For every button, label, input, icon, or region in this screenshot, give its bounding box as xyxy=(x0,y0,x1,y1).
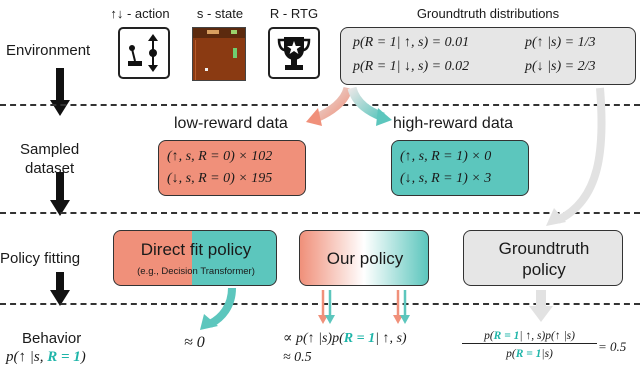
gt-r1-down: p(R = 1| ↓, s) = 0.02 xyxy=(353,59,470,74)
high-reward-box: (↑, s, R = 1) × 0 (↓, s, R = 1) × 3 xyxy=(391,140,529,196)
low-reward-box: (↑, s, R = 0) × 102 (↓, s, R = 0) × 195 xyxy=(158,140,306,196)
row-label-policy-fitting: Policy fitting xyxy=(0,250,81,267)
our-policy-box: Our policy xyxy=(299,230,429,286)
game-screen-icon xyxy=(192,27,246,81)
our-policy-title: Our policy xyxy=(326,249,404,268)
gt-num-post: | ↑, s)p(↑ |s) xyxy=(519,330,575,342)
gt-num-highlight: R = 1 xyxy=(493,330,520,342)
gt-p-up: p(↑ |s) = 1/3 xyxy=(525,35,596,50)
header-action: ↑↓ - action xyxy=(110,6,170,21)
low-reward-line1: (↑, s, R = 0) × 102 xyxy=(167,149,273,164)
direct-behavior-value: ≈ 0 xyxy=(184,334,205,351)
gt-behavior-denominator: p(R = 1|s) xyxy=(462,348,597,360)
groundtruth-policy-line1: Groundtruth xyxy=(498,239,590,258)
gt-den-post: |s) xyxy=(541,348,553,360)
header-state: s - state xyxy=(196,6,244,21)
groundtruth-distributions-title: Groundtruth distributions xyxy=(416,6,560,21)
our-behavior-pre: ∝ p(↑ |s)p( xyxy=(283,331,344,346)
low-reward-title: low-reward data xyxy=(174,115,288,132)
gt-den-highlight: R = 1 xyxy=(515,348,542,360)
groundtruth-policy-title: Groundtruth policy xyxy=(464,238,624,280)
our-behavior-post: | ↑, s) xyxy=(375,331,407,346)
low-reward-line2: (↓, s, R = 0) × 195 xyxy=(167,171,273,186)
gt-r1-up: p(R = 1| ↑, s) = 0.01 xyxy=(353,35,470,50)
our-behavior-highlight: R = 1 xyxy=(343,331,376,346)
row-label-sampled: Sampled xyxy=(20,141,80,158)
row-label-environment: Environment xyxy=(6,42,91,59)
behavior-target-prefix: p(↑ |s, xyxy=(6,349,48,365)
separator-1 xyxy=(0,104,640,106)
high-reward-title: high-reward data xyxy=(393,115,514,132)
trophy-icon xyxy=(268,27,320,79)
high-reward-line2: (↓, s, R = 1) × 3 xyxy=(400,171,492,186)
gt-behavior-value: = 0.5 xyxy=(598,339,627,354)
gt-den-pre: p( xyxy=(506,348,516,360)
separator-3 xyxy=(0,303,640,305)
our-behavior-line2: ≈ 0.5 xyxy=(283,350,312,365)
groundtruth-policy-line2: policy xyxy=(522,260,566,279)
our-behavior-line1: ∝ p(↑ |s)p(R = 1| ↑, s) xyxy=(283,330,407,347)
direct-fit-policy-title: Direct fit policy xyxy=(140,240,252,259)
groundtruth-distributions-box: p(R = 1| ↑, s) = 0.01 p(R = 1| ↓, s) = 0… xyxy=(340,27,636,85)
separator-2 xyxy=(0,212,640,214)
row-label-behavior: Behavior xyxy=(22,330,82,347)
behavior-target-suffix: ) xyxy=(80,349,86,365)
high-reward-line1: (↑, s, R = 1) × 0 xyxy=(400,149,492,164)
behavior-target: p(↑ |s, R = 1) xyxy=(6,349,86,366)
joystick-icon xyxy=(118,27,170,79)
header-rtg: R - RTG xyxy=(269,6,319,21)
gt-num-pre: p( xyxy=(484,330,494,342)
behavior-target-highlight: R = 1 xyxy=(47,349,81,365)
gt-p-down: p(↓ |s) = 2/3 xyxy=(525,59,596,74)
direct-fit-policy-subtitle: (e.g., Decision Transformer) xyxy=(137,266,255,277)
direct-fit-policy-box: Direct fit policy (e.g., Decision Transf… xyxy=(113,230,277,286)
groundtruth-policy-box: Groundtruth policy xyxy=(463,230,623,286)
gt-behavior-numerator: p(R = 1| ↑, s)p(↑ |s) xyxy=(462,330,597,344)
